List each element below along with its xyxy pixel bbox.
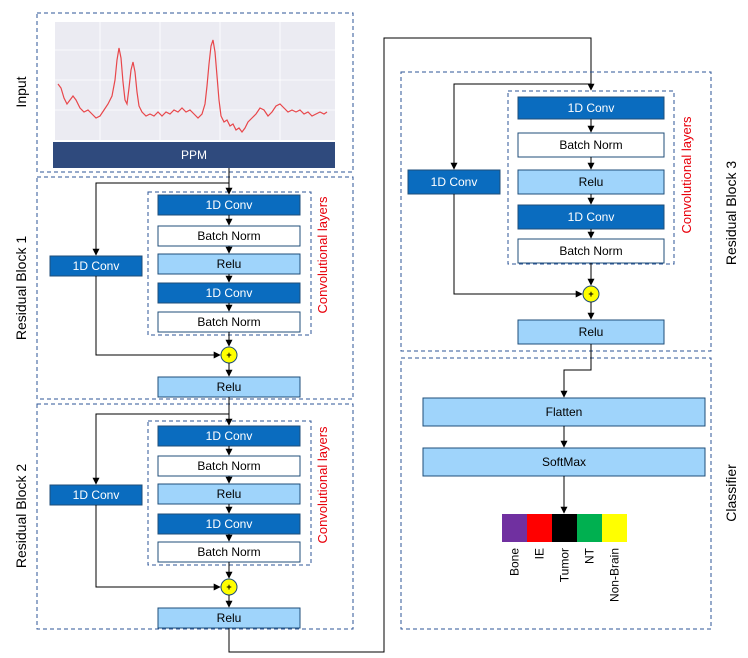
rb1-connectors [92, 168, 233, 377]
softmax-layer [422, 447, 706, 477]
rb3-relu-out-label: Relu [579, 325, 604, 339]
rb2-batchnorm-2-label: Batch Norm [197, 545, 260, 559]
classifier-border [400, 357, 712, 630]
class-swatch-bone [502, 514, 527, 542]
rb1-batchnorm-2-label: Batch Norm [197, 315, 260, 329]
rb3-conv1d-2 [517, 204, 665, 230]
flatten-label: Flatten [546, 405, 583, 419]
residual-block-1-label: Residual Block 1 [13, 236, 29, 340]
rb2-batchnorm-1-label: Batch Norm [197, 459, 260, 473]
rb3-batchnorm-1 [517, 132, 665, 158]
rb2-to-rb3-connector [228, 37, 595, 653]
class-swatch-tumor [552, 514, 577, 542]
rb1-conv1d-2-label: 1D Conv [206, 286, 253, 300]
rb3-batchnorm-2 [517, 238, 665, 264]
class-swatches [502, 514, 627, 542]
rb2-conv1d-2-label: 1D Conv [206, 517, 253, 531]
rb3-sum-label: + [588, 289, 593, 299]
rb3-batchnorm-2-label: Batch Norm [559, 244, 622, 258]
classifier-connectors [560, 344, 592, 514]
flatten-layer [422, 397, 706, 427]
class-swatch-ie [527, 514, 552, 542]
rb2-relu-inner-label: Relu [217, 487, 242, 501]
softmax-label: SoftMax [542, 455, 586, 469]
class-swatch-nt [577, 514, 602, 542]
class-label-tumor: Tumor [558, 548, 572, 582]
residual-block-1-border [36, 176, 354, 400]
rb1-batchnorm-1-label: Batch Norm [197, 229, 260, 243]
rb3-conv1d-2-label: 1D Conv [568, 210, 615, 224]
rb2-connectors [92, 397, 233, 608]
class-label-nt: NT [583, 547, 597, 564]
class-label-bone: Bone [508, 548, 522, 576]
rb2-sum-label: + [226, 582, 231, 592]
ppm-label: PPM [181, 148, 207, 162]
class-labels: Bone IE Tumor NT Non-Brain [508, 547, 622, 602]
conv-layers-3-label: Convolutional layers [679, 116, 694, 234]
rb3-shortcut-conv1d-label: 1D Conv [431, 175, 478, 189]
rb2-conv1d-1-label: 1D Conv [206, 429, 253, 443]
ppm-bar [53, 142, 335, 168]
spectrum-plot [55, 22, 335, 140]
spectrum-signal [57, 39, 328, 133]
input-label: Input [13, 76, 29, 107]
class-swatch-non-brain [602, 514, 627, 542]
residual-block-3-border [400, 71, 712, 352]
rb3-relu-inner [517, 169, 665, 195]
rb3-conv1d-1-label: 1D Conv [568, 101, 615, 115]
conv-layers-2-label: Convolutional layers [315, 426, 330, 544]
class-label-ie: IE [533, 548, 547, 559]
rb3-relu-out [517, 319, 665, 345]
classifier-label: Classifier [723, 464, 739, 522]
rb3-shortcut-conv1d [407, 169, 501, 195]
rb1-relu-inner-label: Relu [217, 257, 242, 271]
rb2-relu-out-label: Relu [217, 611, 242, 625]
rb3-batchnorm-1-label: Batch Norm [559, 138, 622, 152]
residual-block-2-border [36, 403, 354, 630]
rb1-conv1d-1-label: 1D Conv [206, 198, 253, 212]
conv-layers-1-label: Convolutional layers [315, 196, 330, 314]
residual-block-3-label: Residual Block 3 [723, 161, 739, 265]
class-label-non-brain: Non-Brain [608, 548, 622, 602]
residual-block-2-label: Residual Block 2 [13, 464, 29, 568]
rb3-relu-inner-label: Relu [579, 175, 604, 189]
rb1-shortcut-conv1d-label: 1D Conv [73, 259, 120, 273]
rb3-connectors [450, 83, 595, 320]
rb1-sum-label: + [226, 350, 231, 360]
rb2-shortcut-conv1d-label: 1D Conv [73, 488, 120, 502]
input-section-border [36, 12, 354, 173]
rb1-relu-out-label: Relu [217, 380, 242, 394]
